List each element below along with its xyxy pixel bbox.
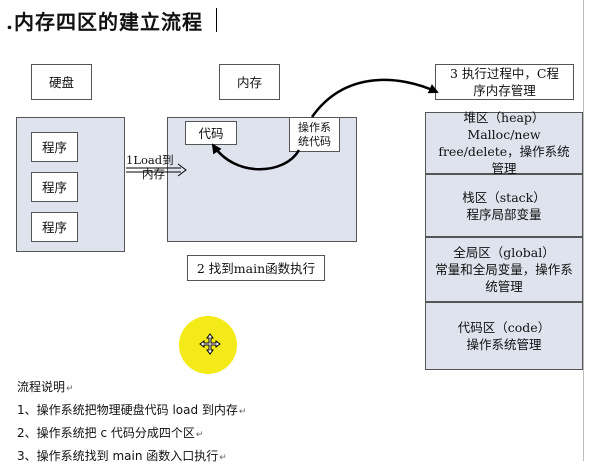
code-region-line: 操作系统管理 — [466, 337, 542, 352]
code-box-label: 代码 — [198, 125, 224, 141]
step2-box: 2 找到main函数执行 — [187, 255, 325, 281]
os-code-line: 操作系 — [298, 120, 331, 134]
notes-heading: 流程说明↵ — [17, 380, 74, 394]
load-arrow-label: 1Load到 内存 — [126, 153, 174, 181]
load-label-line: 1Load到 — [126, 153, 174, 167]
step3-box: 3 执行过程中，C程 序内存管理 — [435, 64, 574, 100]
disk-program-box-1: 程序 — [31, 132, 78, 162]
stack-region: 栈区（stack） 程序局部变量 — [425, 174, 583, 237]
notes-item-3: 3、操作系统找到 main 函数入口执行↵ — [17, 449, 227, 463]
process-notes: 流程说明↵ 1、操作系统把物理硬盘代码 load 到内存↵ 2、操作系统把 c … — [17, 377, 246, 469]
disk-label-box: 硬盘 — [31, 64, 92, 100]
code-region: 代码区（code） 操作系统管理 — [425, 302, 583, 370]
code-region-line: 代码区（code） — [457, 320, 551, 335]
code-box: 代码 — [185, 121, 237, 145]
text-caret — [216, 8, 217, 32]
program-label: 程序 — [41, 179, 67, 195]
step3-line: 3 执行过程中，C程 — [450, 66, 559, 81]
global-line: 常量和全局变量，操作系 — [435, 262, 573, 277]
program-label: 程序 — [41, 139, 67, 155]
load-label-line: 内存 — [142, 167, 165, 181]
os-code-line: 统代码 — [298, 134, 331, 148]
step3-line: 序内存管理 — [473, 83, 536, 98]
stack-line: 栈区（stack） — [462, 189, 546, 205]
page-edge-line — [583, 0, 584, 461]
page-title: .内存四区的建立流程 — [6, 10, 203, 34]
heap-region: 堆区（heap） Malloc/new free/delete，操作系统 管理 — [425, 110, 583, 176]
global-line: 统管理 — [485, 279, 523, 294]
os-to-code-arrow — [211, 143, 301, 171]
disk-label: 硬盘 — [48, 74, 74, 90]
step2-label: 2 找到main函数执行 — [196, 260, 316, 276]
os-code-box: 操作系 统代码 — [289, 117, 340, 152]
notes-item-1: 1、操作系统把物理硬盘代码 load 到内存↵ — [17, 403, 247, 417]
heap-line: Malloc/new — [467, 127, 541, 142]
load-arrow — [126, 163, 187, 177]
heap-line: 管理 — [491, 161, 517, 176]
global-line: 全局区（global） — [453, 245, 555, 260]
heap-line: free/delete，操作系统 — [438, 144, 570, 159]
program-label: 程序 — [41, 219, 67, 235]
heap-line: 堆区（heap） — [463, 110, 545, 125]
stack-line: 程序局部变量 — [466, 206, 542, 222]
disk-program-box-3: 程序 — [31, 212, 78, 242]
notes-item-2: 2、操作系统把 c 代码分成四个区↵ — [17, 426, 204, 440]
memory-to-step3-arrow — [310, 78, 439, 118]
move-cursor-icon — [199, 333, 221, 355]
memory-label-box: 内存 — [219, 64, 280, 100]
global-region: 全局区（global） 常量和全局变量，操作系 统管理 — [425, 237, 583, 302]
memory-label: 内存 — [236, 74, 262, 90]
disk-program-box-2: 程序 — [31, 172, 78, 202]
